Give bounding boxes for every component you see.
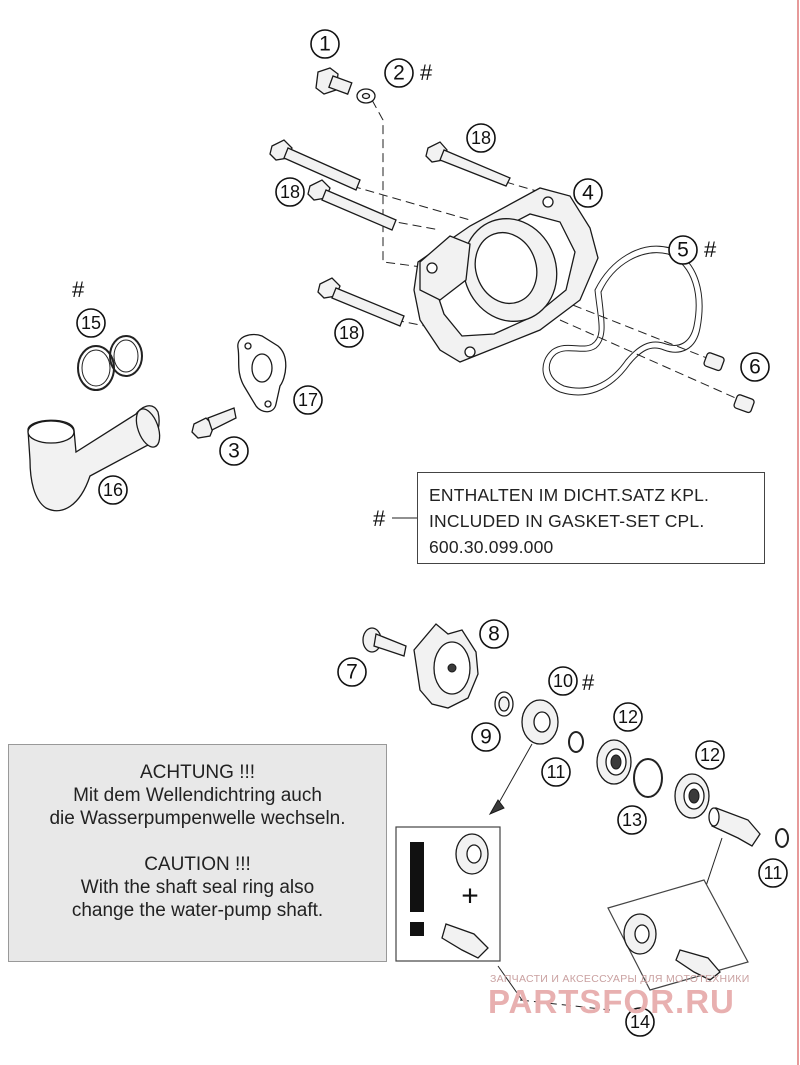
watermark-logo: PARTSFOR.RU bbox=[488, 983, 735, 1020]
caution-line-en-1: With the shaft seal ring also bbox=[80, 877, 315, 898]
callout-12-a: 12 bbox=[613, 702, 643, 732]
bearing-part-12-a bbox=[596, 739, 632, 785]
pump-shaft-part-14 bbox=[708, 807, 761, 847]
svg-text:13: 13 bbox=[622, 810, 642, 830]
svg-text:5: 5 bbox=[677, 239, 689, 262]
circlip-part-11-b bbox=[775, 828, 789, 848]
callout-14: 14 bbox=[625, 1007, 655, 1037]
callout-18-top: 18 bbox=[466, 123, 496, 153]
svg-text:18: 18 bbox=[339, 323, 359, 343]
elbow-pipe-part-16 bbox=[27, 405, 161, 512]
svg-text:18: 18 bbox=[471, 128, 491, 148]
callout-6: 6 bbox=[740, 352, 770, 382]
gasket-set-note: ENTHALTEN IM DICHT.SATZ KPL. INCLUDED IN… bbox=[417, 472, 765, 564]
callout-4: 4 bbox=[573, 178, 603, 208]
o-rings-part-15 bbox=[77, 335, 143, 391]
callout-11-a: 11 bbox=[541, 757, 571, 787]
ring-part-9 bbox=[494, 691, 514, 717]
callout-13: 13 bbox=[617, 805, 647, 835]
bolt-part-7 bbox=[362, 627, 407, 657]
bolt-part-1 bbox=[315, 67, 353, 95]
callout-10: 10 # bbox=[548, 666, 595, 696]
svg-text:6: 6 bbox=[749, 356, 761, 379]
svg-text:10: 10 bbox=[553, 671, 573, 691]
svg-text:8: 8 bbox=[488, 623, 500, 646]
circlip-part-11-a bbox=[568, 731, 584, 753]
hash-mark-10: # bbox=[582, 670, 595, 695]
page-edge-line bbox=[797, 0, 799, 1065]
callout-1: 1 bbox=[310, 29, 340, 59]
hash-mark-15: # bbox=[72, 277, 85, 302]
caution-title-en: CAUTION !!! bbox=[144, 854, 251, 875]
callout-2: 2 # bbox=[384, 58, 433, 88]
svg-text:3: 3 bbox=[228, 440, 240, 463]
callout-18-lower: 18 bbox=[334, 318, 364, 348]
impeller-part-8 bbox=[413, 623, 479, 709]
long-bolt-part-18-left-a bbox=[269, 139, 361, 191]
callout-15: # 15 bbox=[72, 277, 106, 338]
svg-text:1: 1 bbox=[319, 33, 331, 56]
caution-line-de-2: die Wasserpumpenwelle wechseln. bbox=[49, 808, 346, 829]
svg-text:12: 12 bbox=[618, 707, 638, 727]
plus-sign: + bbox=[461, 880, 479, 913]
hash-mark-2: # bbox=[420, 60, 433, 85]
svg-text:11: 11 bbox=[764, 863, 783, 883]
note-line-3: 600.30.099.000 bbox=[429, 537, 554, 557]
callout-7: 7 bbox=[337, 657, 367, 687]
note-hash-symbol: # bbox=[373, 506, 386, 531]
caution-box: ACHTUNG !!! Mit dem Wellendichtring auch… bbox=[8, 744, 387, 962]
callout-16: 16 bbox=[98, 475, 128, 505]
watermark-subtitle: ЗАПЧАСТИ И АКСЕССУАРЫ ДЛЯ МОТОТЕХНИКИ bbox=[490, 973, 750, 985]
pump-cover-part-4 bbox=[413, 187, 599, 363]
svg-text:9: 9 bbox=[480, 726, 492, 749]
long-bolt-part-18-top bbox=[425, 141, 511, 187]
circlip-part-13 bbox=[633, 758, 663, 798]
dowel-part-6 bbox=[703, 352, 755, 414]
svg-text:11: 11 bbox=[547, 762, 566, 782]
callout-12-b: 12 bbox=[695, 740, 725, 770]
bearing-part-12-b bbox=[674, 773, 710, 819]
note-leader: # bbox=[373, 506, 417, 531]
callout-17: 17 bbox=[293, 385, 323, 415]
flange-gasket-part-17 bbox=[237, 333, 287, 413]
callout-9: 9 bbox=[471, 722, 501, 752]
svg-text:15: 15 bbox=[81, 313, 101, 333]
callout-3: 3 bbox=[219, 436, 249, 466]
svg-text:14: 14 bbox=[630, 1012, 650, 1032]
caution-line-en-2: change the water-pump shaft. bbox=[71, 900, 324, 921]
shaft-seal-part-10 bbox=[521, 699, 559, 745]
callout-8: 8 bbox=[479, 619, 509, 649]
callout-18-left: 18 bbox=[275, 177, 305, 207]
long-bolt-part-18-lower bbox=[317, 277, 405, 327]
bolt-part-3 bbox=[191, 407, 237, 439]
washer-part-2 bbox=[356, 88, 376, 104]
note-line-1: ENTHALTEN IM DICHT.SATZ KPL. bbox=[429, 485, 710, 505]
svg-text:4: 4 bbox=[582, 182, 594, 205]
svg-text:18: 18 bbox=[280, 182, 300, 202]
callout-5: 5 # bbox=[668, 235, 717, 265]
svg-text:17: 17 bbox=[298, 390, 318, 410]
svg-text:7: 7 bbox=[346, 661, 358, 684]
long-bolt-part-18-left-b bbox=[307, 179, 397, 231]
svg-text:12: 12 bbox=[700, 745, 720, 765]
callout-11-b: 11 bbox=[758, 858, 788, 888]
svg-text:2: 2 bbox=[393, 62, 405, 85]
svg-text:16: 16 bbox=[103, 480, 123, 500]
caution-line-de-1: Mit dem Wellendichtring auch bbox=[73, 785, 322, 806]
inset-replacement-box bbox=[607, 879, 749, 991]
note-line-2: INCLUDED IN GASKET-SET CPL. bbox=[429, 511, 705, 531]
caution-title-de: ACHTUNG !!! bbox=[139, 762, 256, 783]
inset-kit-box: + bbox=[395, 826, 501, 962]
hash-mark-5: # bbox=[704, 237, 717, 262]
